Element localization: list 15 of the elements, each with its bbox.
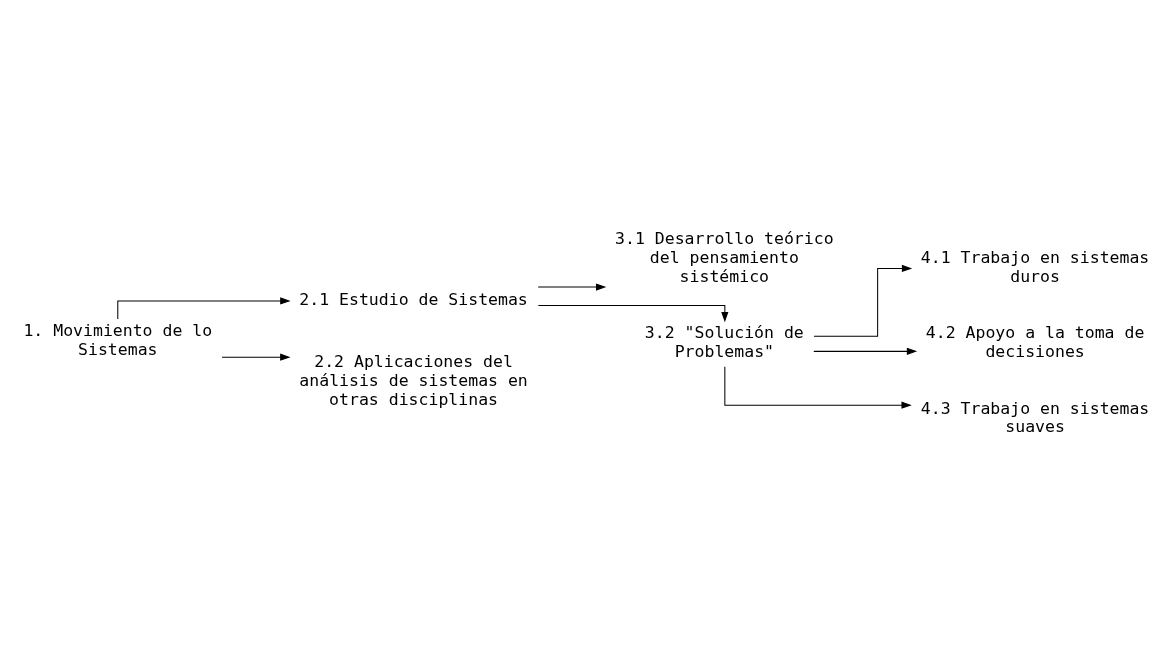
node-text: 2.1 Estudio de Sistemas (298, 290, 528, 310)
arrow (537, 283, 606, 291)
node-text: 4.3 Trabajo en sistemas suaves (920, 398, 1149, 437)
node-text: 3.2 "Solución de Problemas" (644, 323, 804, 362)
node-text: 3.1 Desarrollo teórico del pensamiento sistémico (614, 229, 834, 286)
arrow (812, 264, 912, 337)
node-text: 4.2 Apoyo a la toma de decisiones (925, 323, 1144, 362)
node-text: 4.1 Trabajo en sistemas duros (920, 248, 1149, 286)
arrow (537, 305, 728, 323)
arrow (812, 347, 917, 355)
node-text: 1. Movimiento de lo Sistemas (22, 321, 212, 359)
arrow (116, 297, 291, 320)
node-text: 2.2 Aplicaciones del análisis de sistemas en otras disciplinas (298, 352, 528, 409)
arrow (723, 366, 912, 409)
arrow (221, 353, 290, 361)
